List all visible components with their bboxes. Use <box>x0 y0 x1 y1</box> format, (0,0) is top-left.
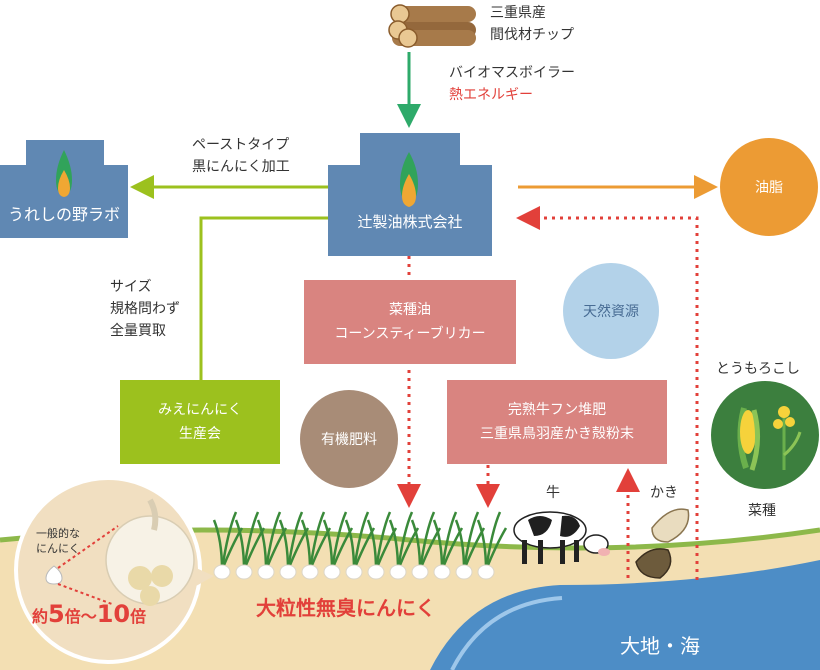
earth-sea-label: 大地・海 <box>620 634 700 658</box>
byproduct-box: 菜種油コーンスティーブリカー <box>304 280 516 364</box>
wood-chip-label: 三重県産 間伐材チップ <box>490 5 574 43</box>
company-name: 辻製油株式会社 <box>357 213 463 231</box>
size-label: サイズ 規格問わず 全量買取 <box>110 279 180 339</box>
rapeseed-label: 菜種 <box>748 503 776 519</box>
cow-label: 牛 <box>546 485 560 501</box>
lab-name: うれしの野ラボ <box>7 205 121 224</box>
normal-garlic-label: 一般的な にんにく <box>36 527 80 555</box>
mie-to-company-arrow <box>199 206 362 380</box>
mie-garlic-association: みえにんにく生産会 <box>120 380 280 464</box>
paste-label: ペーストタイプ 黒にんにく加工 <box>192 137 290 175</box>
garlic-title: 大粒性無臭にんにく <box>256 596 436 620</box>
oil-fat-circle: 油脂 <box>720 138 818 236</box>
corn-label: とうもろこし <box>716 361 800 377</box>
boiler-label: バイオマスボイラー 熱エネルギー <box>449 65 575 103</box>
oyster-label: かき <box>650 485 678 501</box>
compost-box: 完熟牛フン堆肥三重県鳥羽産かき殻粉末 <box>447 380 667 464</box>
natural-resources-circle: 天然資源 <box>563 263 659 359</box>
size-ratio-text: 約5倍〜10倍 <box>32 600 147 628</box>
organic-fertilizer-circle: 有機肥料 <box>300 390 398 488</box>
